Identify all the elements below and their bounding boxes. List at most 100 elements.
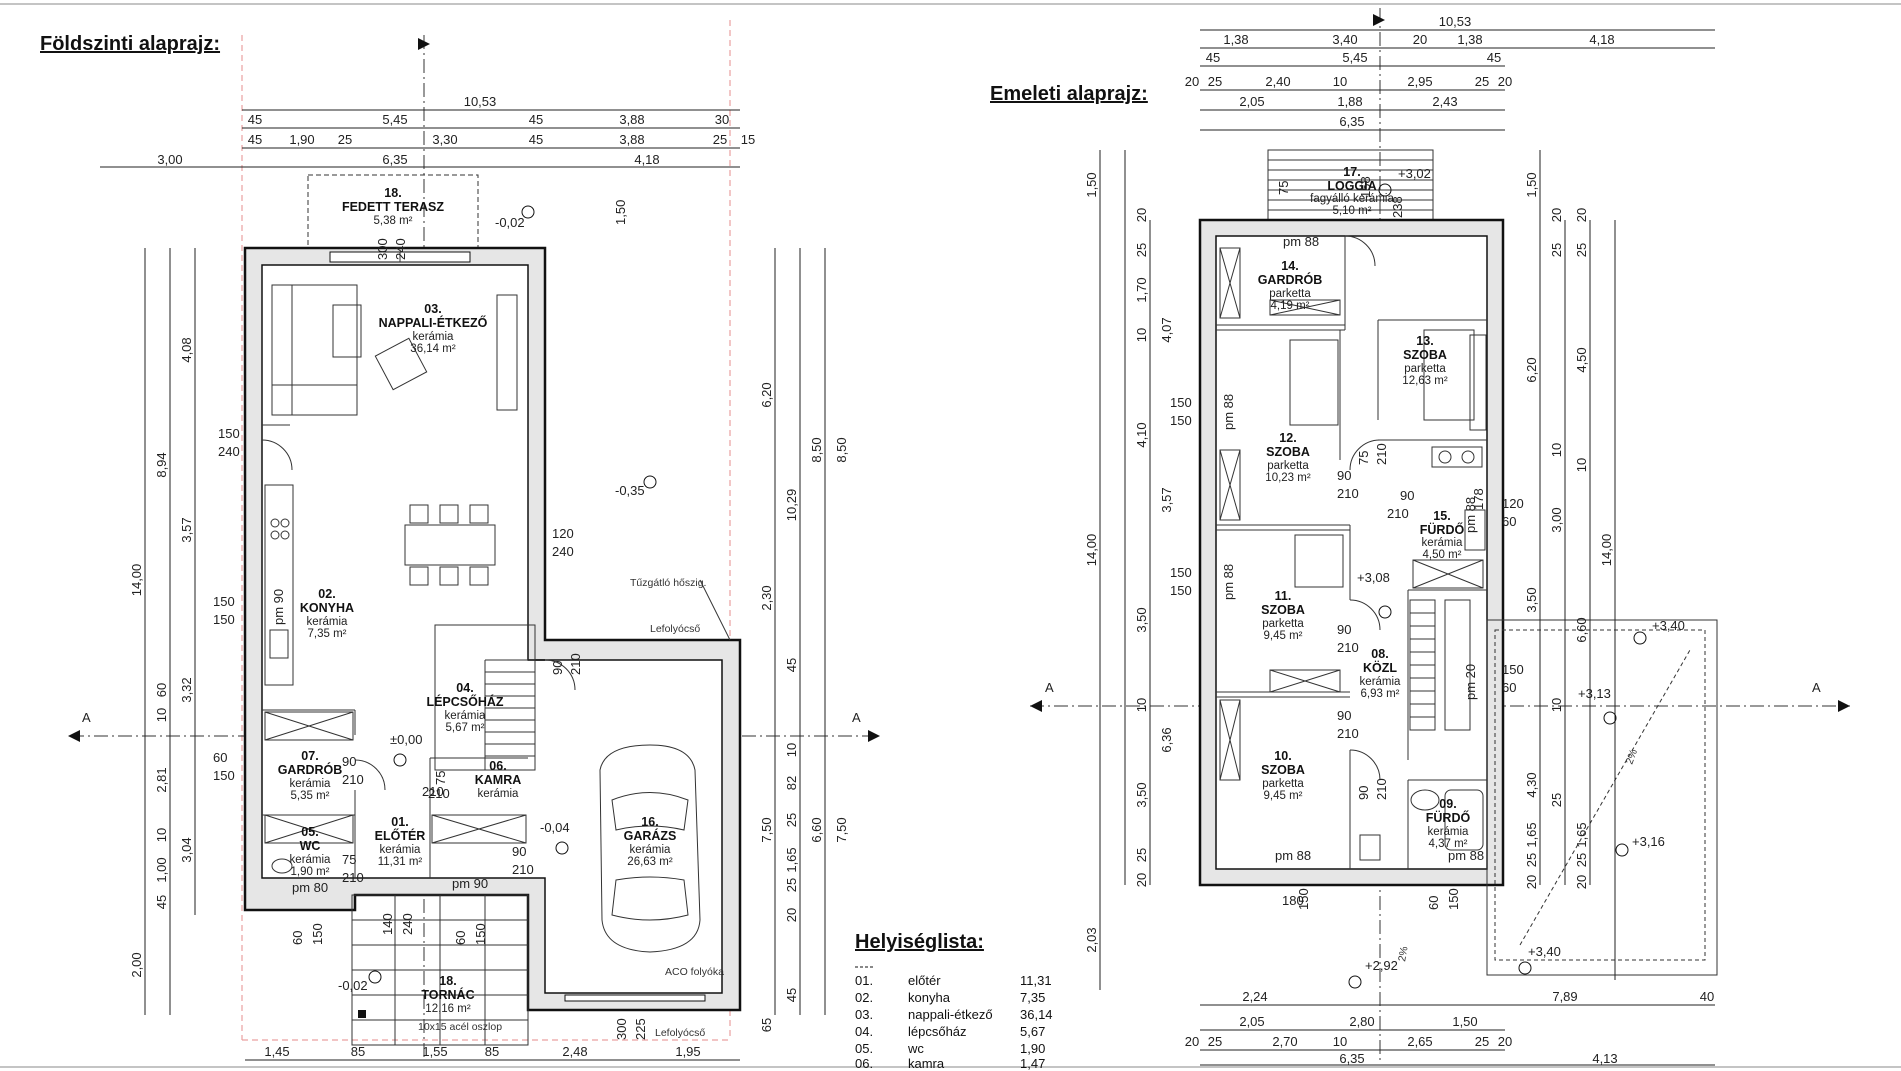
gf-dim-r1-d: 3,88	[619, 112, 644, 127]
svg-text:150: 150	[310, 923, 325, 945]
svg-text:1,47: 1,47	[1020, 1056, 1045, 1071]
uf-dim-b1-c: 40	[1700, 989, 1714, 1004]
gf-level-a: -0,02	[495, 215, 525, 230]
svg-text:210: 210	[342, 870, 364, 885]
gf-dim-right-n: 25	[784, 878, 799, 892]
gf-dim-right-l: 1,65	[784, 847, 799, 872]
svg-text:210: 210	[1374, 443, 1389, 465]
uf-dim-r1-c: 20	[1413, 32, 1427, 47]
svg-text:178: 178	[1471, 488, 1486, 510]
uf-dim-b3-g: 20	[1498, 1034, 1512, 1049]
uf-dim-right-d: 6,20	[1524, 357, 1539, 382]
gf-room-terasz: 18. FEDETT TERASZ 5,38 m²	[342, 186, 444, 227]
uf-room-szoba-11: 11. SZOBA parketta 9,45 m²	[1261, 589, 1305, 642]
svg-text:240: 240	[552, 544, 574, 559]
uf-dim-left-l: 20	[1134, 873, 1149, 887]
svg-text:90: 90	[342, 754, 356, 769]
gf-dim-left-k: 10	[154, 828, 169, 842]
uf-level-a: +3,02	[1398, 166, 1431, 181]
svg-text:60: 60	[1426, 896, 1441, 910]
gf-dim-right-a: 6,20	[759, 382, 774, 407]
gf-dim-left-l: 1,00	[154, 857, 169, 882]
svg-text:NAPPALI-ÉTKEZŐ: NAPPALI-ÉTKEZŐ	[379, 315, 488, 330]
uf-dim-left-m: 2,03	[1084, 927, 1099, 952]
svg-text:SZOBA: SZOBA	[1266, 445, 1310, 459]
svg-text:16.: 16.	[641, 815, 658, 829]
svg-text:12,16 m²: 12,16 m²	[425, 1003, 471, 1015]
gf-level-d: -0,04	[540, 820, 570, 835]
note-aco: ACO folyóka	[665, 966, 724, 978]
uf-dim-r2-c: 45	[1487, 50, 1501, 65]
svg-text:150: 150	[213, 594, 235, 609]
uf-dim-right-a: 1,50	[1524, 172, 1539, 197]
note-downpipe-2: Lefolyócső	[655, 1027, 705, 1039]
section-mark-a-right: A	[852, 710, 861, 725]
svg-text:300: 300	[614, 1018, 629, 1040]
uf-dim-left-d: 25	[1134, 243, 1149, 257]
gf-dim-right-q: 65	[759, 1018, 774, 1032]
svg-text:01.: 01.	[391, 815, 408, 829]
svg-text:90: 90	[1337, 708, 1351, 723]
svg-text:150: 150	[1170, 583, 1192, 598]
gf-dim-left-i: 60	[154, 683, 169, 697]
uf-dim-b3-d: 10	[1333, 1034, 1347, 1049]
uf-dim-right-p: 25	[1574, 243, 1589, 257]
svg-text:60: 60	[1502, 514, 1516, 529]
svg-text:előtér: előtér	[908, 973, 941, 988]
svg-text:07.: 07.	[301, 749, 318, 763]
gf-level-b: ±0,00	[390, 732, 422, 747]
svg-text:75: 75	[1276, 181, 1291, 195]
svg-text:210: 210	[422, 784, 444, 799]
gf-dim-left-h: 2,00	[129, 952, 144, 977]
uf-dim-right-v: 20	[1574, 875, 1589, 889]
svg-text:240: 240	[400, 913, 415, 935]
gf-dim-right-d: 8,50	[834, 437, 849, 462]
svg-text:150: 150	[1446, 888, 1461, 910]
svg-text:90: 90	[1400, 488, 1414, 503]
gf-level-e: -0,02	[338, 978, 368, 993]
gf-dim-bottom-e: 2,48	[562, 1044, 587, 1059]
gf-room-eloter: 01. ELŐTÉR kerámia 11,31 m²	[375, 815, 426, 868]
gf-room-tornac: 18. TORNÁC 12,16 m²	[421, 974, 474, 1015]
uf-level-b: +3,08	[1357, 570, 1390, 585]
svg-text:parketta: parketta	[1404, 363, 1446, 375]
gf-dim-right-c: 8,50	[809, 437, 824, 462]
uf-dim-right-q: 4,50	[1574, 347, 1589, 372]
gf-dim-r1-c: 45	[529, 112, 543, 127]
svg-text:fagyálló kerámia: fagyálló kerámia	[1310, 193, 1394, 205]
svg-text:02.: 02.	[855, 990, 873, 1005]
svg-text:4,37 m²: 4,37 m²	[1429, 838, 1468, 850]
svg-text:75: 75	[1356, 451, 1371, 465]
svg-text:240: 240	[393, 238, 408, 260]
gf-room-lepcsohaz: 04. LÉPCSŐHÁZ kerámia 5,67 m²	[426, 681, 503, 734]
svg-text:120: 120	[552, 526, 574, 541]
uf-dim-right-e: 10	[1549, 443, 1564, 457]
svg-text:75: 75	[433, 771, 448, 785]
svg-text:120: 120	[1502, 496, 1524, 511]
svg-text:wc: wc	[907, 1041, 924, 1056]
gf-dim-left-j: 10	[154, 708, 169, 722]
uf-dim-b3-a: 20	[1185, 1034, 1199, 1049]
uf-dim-right-s: 14,00	[1599, 534, 1614, 567]
svg-text:210: 210	[342, 772, 364, 787]
gf-dim-left-f: 2,81	[154, 767, 169, 792]
svg-text:pm 88: pm 88	[1221, 564, 1236, 600]
uf-dim-left-k: 25	[1134, 848, 1149, 862]
uf-dim-right-m: 25	[1524, 853, 1539, 867]
uf-dim-r2-b: 5,45	[1342, 50, 1367, 65]
svg-text:17.: 17.	[1343, 165, 1360, 179]
uf-dim-r4-a: 2,05	[1239, 94, 1264, 109]
section-mark-a-up-right: A	[1812, 680, 1821, 695]
gf-dim-r2-e: 45	[529, 132, 543, 147]
gf-level-c: -0,35	[615, 483, 645, 498]
svg-text:pm 90: pm 90	[452, 876, 488, 891]
note-downpipe-1: Lefolyócső	[650, 623, 700, 635]
svg-text:kerámia: kerámia	[380, 844, 422, 856]
uf-door-dims: 150 150 150 150 120 60 150 60 pm 88 pm 8…	[1170, 176, 1524, 910]
svg-text:11.: 11.	[1275, 589, 1292, 603]
svg-text:26,63 m²: 26,63 m²	[627, 856, 673, 868]
svg-text:LOGGIA: LOGGIA	[1327, 179, 1376, 193]
svg-text:90: 90	[1337, 468, 1351, 483]
uf-dim-r3-e: 2,95	[1407, 74, 1432, 89]
ground-floor-title: Földszinti alaprajz:	[40, 33, 220, 55]
